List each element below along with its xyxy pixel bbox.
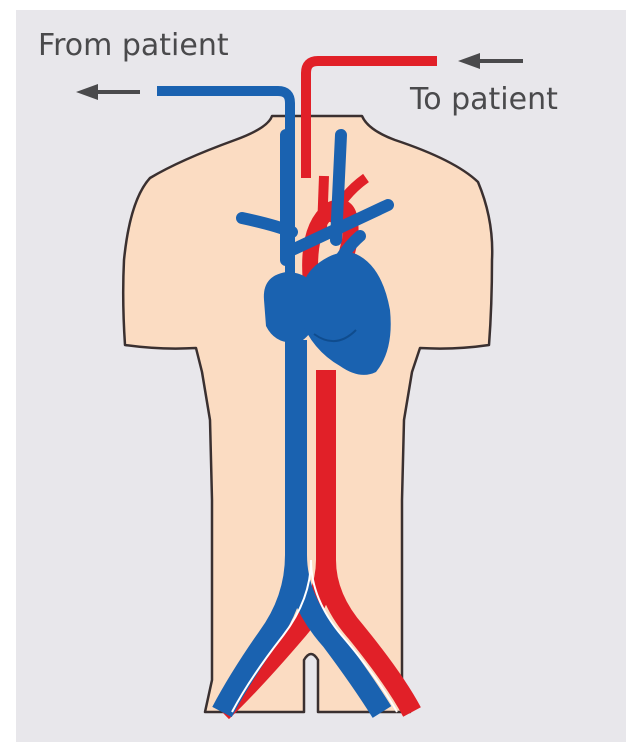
arrow-left-icon-2: [458, 53, 523, 69]
to-patient-label: To patient: [410, 82, 558, 117]
arrow-left-icon: [76, 84, 140, 100]
from-patient-label: From patient: [38, 28, 229, 63]
jugular-vein-right: [336, 135, 341, 240]
